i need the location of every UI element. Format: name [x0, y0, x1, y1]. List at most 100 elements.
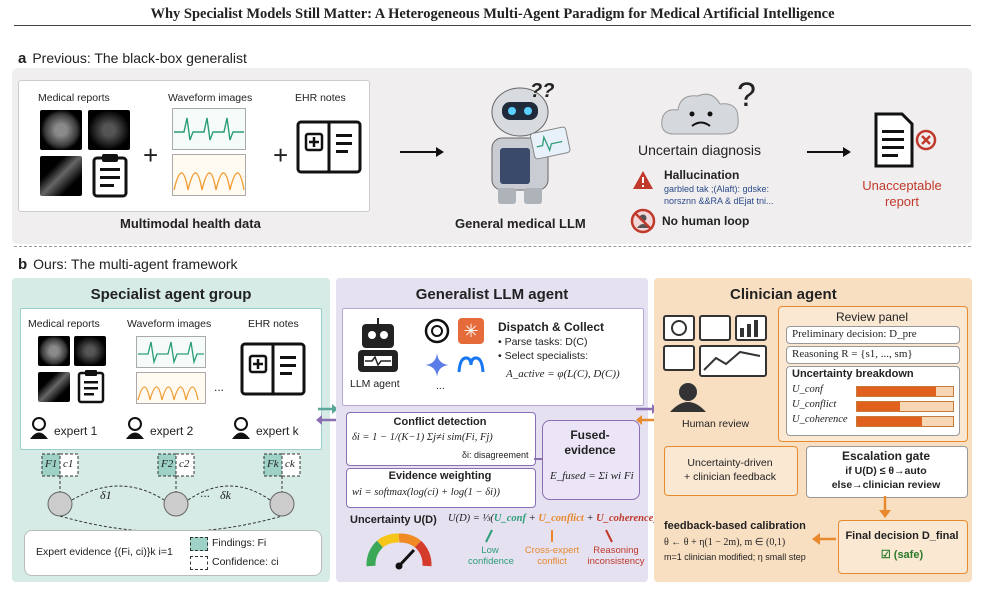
u-formula-prefix: U(D) = ⅓(: [448, 513, 494, 524]
u-conf-term: U_conf: [493, 513, 526, 524]
gemini-logo-icon: [425, 353, 449, 377]
llm-label: General medical LLM: [455, 216, 586, 231]
fused-evidence-box: [542, 420, 640, 500]
warning-icon: [633, 171, 653, 189]
multimodal-label: Multimodal health data: [120, 216, 261, 231]
feedback-formula-2: m=1 clinician modified; η small step: [664, 552, 806, 562]
expert-1-icon: [30, 417, 48, 439]
review-panel-title: Review panel: [835, 310, 909, 324]
conflict-detection-box: [346, 412, 536, 466]
unacceptable-line-2: report: [885, 194, 919, 209]
openai-logo-icon: [424, 318, 450, 344]
model-more-ellipsis: ...: [436, 380, 445, 392]
bar-track-conflict: [856, 401, 954, 412]
sad-cloud-icon: [661, 93, 739, 135]
reasoning-text: Reasoning R = {s1, ..., sm}: [792, 348, 913, 360]
fused-formula: E_fused = Σi wi Fi: [550, 470, 634, 482]
final-decision-box: [838, 520, 968, 574]
unacceptable-report-label: Unacceptable report: [852, 178, 952, 210]
final-to-feedback-arrow: [812, 533, 836, 545]
fk-label: Fk: [267, 458, 279, 470]
escalation-else: else→clinician review: [831, 479, 941, 491]
bar-fill-conf: [857, 387, 936, 396]
anthropic-logo-icon: ✳: [458, 318, 484, 344]
expert-2-icon: [126, 417, 144, 439]
no-human-loop-label: No human loop: [662, 214, 750, 228]
spec-chest-image: [74, 336, 106, 366]
panel-b-heading-text: Ours: The multi-agent framework: [33, 256, 238, 272]
panel-b-letter: b: [18, 256, 28, 273]
garbled-text-2: norsznn &&RA & dEjat tni...: [664, 196, 774, 206]
safe-label: ☑ (safe): [880, 549, 924, 561]
spec-ecg-waveform: [136, 336, 206, 368]
reasoning-inconsistency-label: Reasoning inconsistency: [587, 545, 645, 567]
expert-1-label: expert 1: [54, 424, 98, 438]
unacceptable-line-1: Unacceptable: [862, 178, 942, 193]
u-plus-1: +: [525, 513, 539, 524]
chest-ct-image: [88, 110, 130, 150]
spec-col-reports: Medical reports: [28, 318, 100, 330]
select-specialists-text: • Select specialists:: [498, 350, 589, 362]
spec-pulse-waveform: [136, 372, 206, 404]
conflict-formula: δi = 1 − 1/(K−1) Σj≠i sim(Fi, Fj): [352, 432, 493, 443]
fused-connector: [534, 458, 542, 460]
arrow-to-llm-icon: [400, 147, 444, 157]
findings-legend: Findings: Fi: [212, 537, 267, 549]
expert-k-icon: [232, 417, 250, 439]
expert-evidence-box: [24, 530, 322, 576]
uncertain-diagnosis-label: Uncertain diagnosis: [638, 142, 761, 158]
bar-fill-coherence: [857, 417, 923, 426]
escalation-if: if U(D) ≤ θ→auto: [845, 465, 927, 477]
clipboard-icon: [92, 154, 128, 198]
feedback-formula-1: θ ← θ + η(1 − 2m), m ∈ (0,1): [664, 537, 786, 548]
cross-conflict-label: Cross-expert conflict: [524, 545, 580, 567]
confidence-legend: Confidence: ci: [212, 556, 279, 568]
breakdown-u-conf: U_conf: [792, 384, 823, 395]
low-confidence-label: Low confidence: [468, 545, 514, 567]
arrow-to-report-icon: [807, 147, 851, 157]
figure-title: Why Specialist Models Still Matter: A He…: [150, 6, 835, 22]
spec-ellipsis: ...: [214, 380, 225, 394]
robot-llm-icon: [491, 87, 571, 204]
uncertainty-formula: U(D) = ⅓(U_conf + U_conflict + U_coheren…: [448, 513, 657, 524]
bar-track-conf: [856, 386, 954, 397]
breakdown-u-conflict: U_conflict: [792, 399, 837, 410]
escalation-title: Escalation gate: [841, 449, 931, 463]
llm-agent-label: LLM agent: [350, 378, 400, 390]
gate-to-final-arrow: [879, 496, 891, 518]
weighting-formula: wi = softmax(log(ci) + log(1 − δi)): [352, 487, 501, 498]
parse-tasks-text: • Parse tasks: D(C): [498, 336, 588, 348]
evidence-weighting-box: [346, 468, 536, 508]
active-formula: A_active = φ(L(C), D(C)): [506, 368, 620, 380]
uncertainty-driven-box: [664, 446, 798, 496]
c2-label: c2: [179, 458, 190, 470]
u-coherence-term: U_coherence: [596, 513, 654, 524]
brain-mri-image: [40, 110, 82, 150]
clinician-title: Clinician agent: [730, 286, 837, 303]
plus-sign-1: +: [143, 140, 159, 170]
fused-title: Fused-evidence: [564, 428, 616, 457]
escalation-gate-box: [806, 446, 968, 498]
panel-b-heading: b Ours: The multi-agent framework: [18, 256, 238, 273]
driven-line-1: Uncertainty-driven: [687, 457, 773, 469]
delta-1-label: δ1: [100, 488, 112, 502]
uncertainty-label: Uncertainty U(D): [350, 514, 437, 526]
prelim-decision-box: [786, 326, 960, 344]
spec-col-ehr: EHR notes: [248, 318, 299, 330]
human-review-label: Human review: [682, 418, 750, 430]
ecg-waveform-image: [172, 108, 246, 150]
confidence-swatch: [190, 556, 208, 570]
expert-k-label: expert k: [256, 424, 299, 438]
disagreement-note: δi: disagreement: [462, 450, 529, 460]
ehr-book-icon: [296, 120, 362, 174]
human-review-dashboard-icon: [663, 315, 767, 412]
dispatch-title: Dispatch & Collect: [498, 320, 605, 334]
feedback-title: feedback-based calibration: [664, 520, 806, 532]
specialist-title: Specialist agent group: [90, 286, 252, 303]
col-reports-label: Medical reports: [38, 92, 110, 104]
specialist-generalist-arrows: [316, 404, 338, 425]
bar-fill-conflict: [857, 402, 901, 411]
u-plus-2: +: [583, 513, 597, 524]
ultrasound-image: [40, 156, 82, 196]
